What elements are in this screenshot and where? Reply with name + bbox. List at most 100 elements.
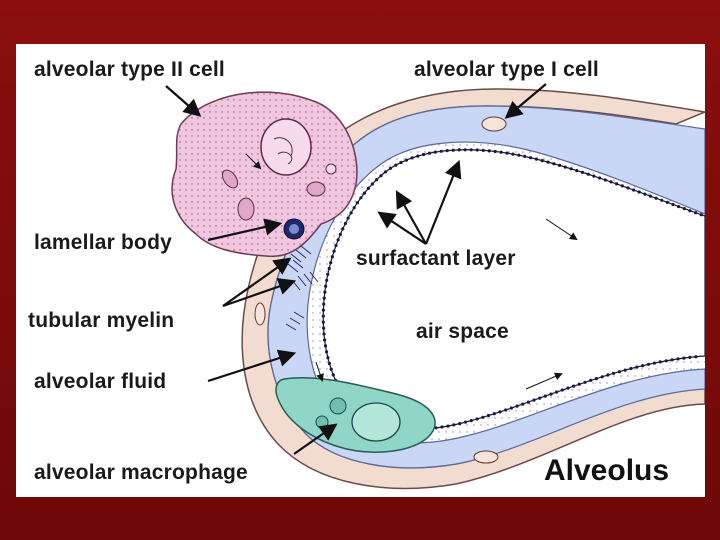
surfactant-dot [688, 355, 692, 359]
lamellar-body-core [289, 224, 299, 234]
surfactant-dot [323, 344, 328, 348]
type2-nucleus [260, 118, 312, 176]
surfactant-dot [322, 332, 326, 336]
surfactant-dot [606, 373, 610, 377]
surfactant-dot [632, 188, 636, 192]
surfactant-dot [469, 419, 473, 423]
surfactant-dot [323, 290, 327, 294]
surfactant-dot [452, 423, 456, 427]
surfactant-dot [343, 221, 347, 226]
surfactant-dot [359, 196, 363, 200]
surfactant-dot [362, 191, 367, 195]
surfactant-dot [487, 149, 491, 153]
type2-cell-texture [172, 92, 357, 257]
surfactant-dot [563, 165, 567, 169]
surfactant-dot [635, 365, 639, 369]
surfactant-dot [643, 192, 647, 196]
surfactant-dot [329, 367, 333, 371]
surfactant-dot [583, 380, 587, 384]
surfactant-dot [326, 356, 330, 360]
surfactant-dot [658, 360, 662, 364]
surfactant-dot [677, 205, 681, 209]
surfactant-dot [463, 148, 467, 152]
surfactant-dot [609, 180, 613, 184]
surfactant-dot [682, 356, 686, 360]
surfactant-dot [388, 166, 393, 170]
surfactant-dot [469, 148, 473, 152]
surfactant-dot [572, 384, 576, 388]
surfactant-dot [665, 200, 670, 204]
surfactant-dot [322, 296, 326, 300]
surfactant-dot [552, 162, 556, 166]
surfactant-dot [379, 174, 383, 178]
surfactant-dot [352, 206, 356, 210]
surfactant-dot [600, 375, 604, 379]
type1-nucleus-left [254, 302, 266, 326]
surfactant-dot [341, 227, 345, 231]
surfactant-dot [492, 412, 496, 416]
tubular-myelin-shape [285, 245, 319, 331]
macrophage-vacuole [329, 397, 347, 415]
surfactant-dot [603, 178, 607, 182]
alveolus-illustration [165, 83, 705, 490]
surfactant-dot [671, 202, 675, 207]
surfactant-dot [422, 152, 426, 157]
surfactant-dot [332, 249, 336, 253]
surfactant-dot [433, 150, 437, 154]
surfactant-dot [598, 176, 602, 180]
surfactant-dot [323, 338, 327, 342]
surfactant-dot [623, 368, 627, 372]
type2-chromatin [273, 137, 293, 165]
surfactant-dot [446, 424, 450, 428]
surfactant-dot [457, 148, 461, 152]
surfactant-dot [327, 361, 331, 366]
surfactant-dot [566, 386, 570, 390]
surfactant-dot [324, 284, 328, 288]
surfactant-dot [511, 152, 515, 156]
surfactant-dot [370, 182, 374, 186]
macrophage-nucleus [351, 402, 401, 442]
surfactant-dot [629, 366, 633, 371]
surfactant-dot [331, 373, 335, 377]
label-pointers [165, 83, 547, 455]
surfactant-dot [416, 154, 420, 158]
organelle [325, 163, 337, 175]
surfactant-dot [325, 278, 329, 282]
surfactant-dot [569, 167, 573, 171]
surfactant-dot [410, 156, 414, 160]
label-alveolar-macrophage: alveolar macrophage [34, 461, 248, 484]
surfactant-dot [509, 406, 513, 410]
surfactant-dot [694, 355, 698, 359]
surfactant-dot [620, 184, 624, 188]
surfactant-dot [475, 417, 479, 421]
surfactant-dot [327, 266, 331, 271]
surfactant-dot [481, 148, 485, 152]
surfactant-dot [615, 182, 619, 186]
surfactant-dot [532, 398, 536, 402]
surfactant-dot [558, 163, 562, 167]
type1-nucleus [481, 116, 507, 132]
surfactant-dot [440, 425, 444, 429]
surfactant-dot [529, 156, 533, 160]
label-type1-cell: alveolar type I cell [414, 58, 599, 81]
surfactant-dot [521, 402, 525, 406]
surfactant-dot [322, 326, 326, 330]
surfactant-dot [515, 404, 519, 408]
surfactant-dot [322, 302, 326, 306]
surfactant-dot [676, 357, 680, 361]
surfactant-dot [366, 186, 370, 190]
surfactant-dot [637, 190, 641, 194]
label-air-space: air space [416, 320, 509, 343]
organelle [237, 197, 255, 221]
surfactant-dot [526, 400, 530, 404]
surfactant-dot [694, 211, 698, 215]
surfactant-dot [555, 390, 559, 394]
label-lamellar-body: lamellar body [34, 231, 172, 254]
surfactant-dot [346, 216, 350, 220]
surfactant-dot [499, 150, 503, 154]
surfactant-dot [540, 159, 544, 163]
surfactant-dot [394, 163, 398, 167]
surfactant-dot [445, 149, 449, 153]
surfactant-dot [664, 359, 668, 363]
surfactant-dot [575, 169, 579, 173]
